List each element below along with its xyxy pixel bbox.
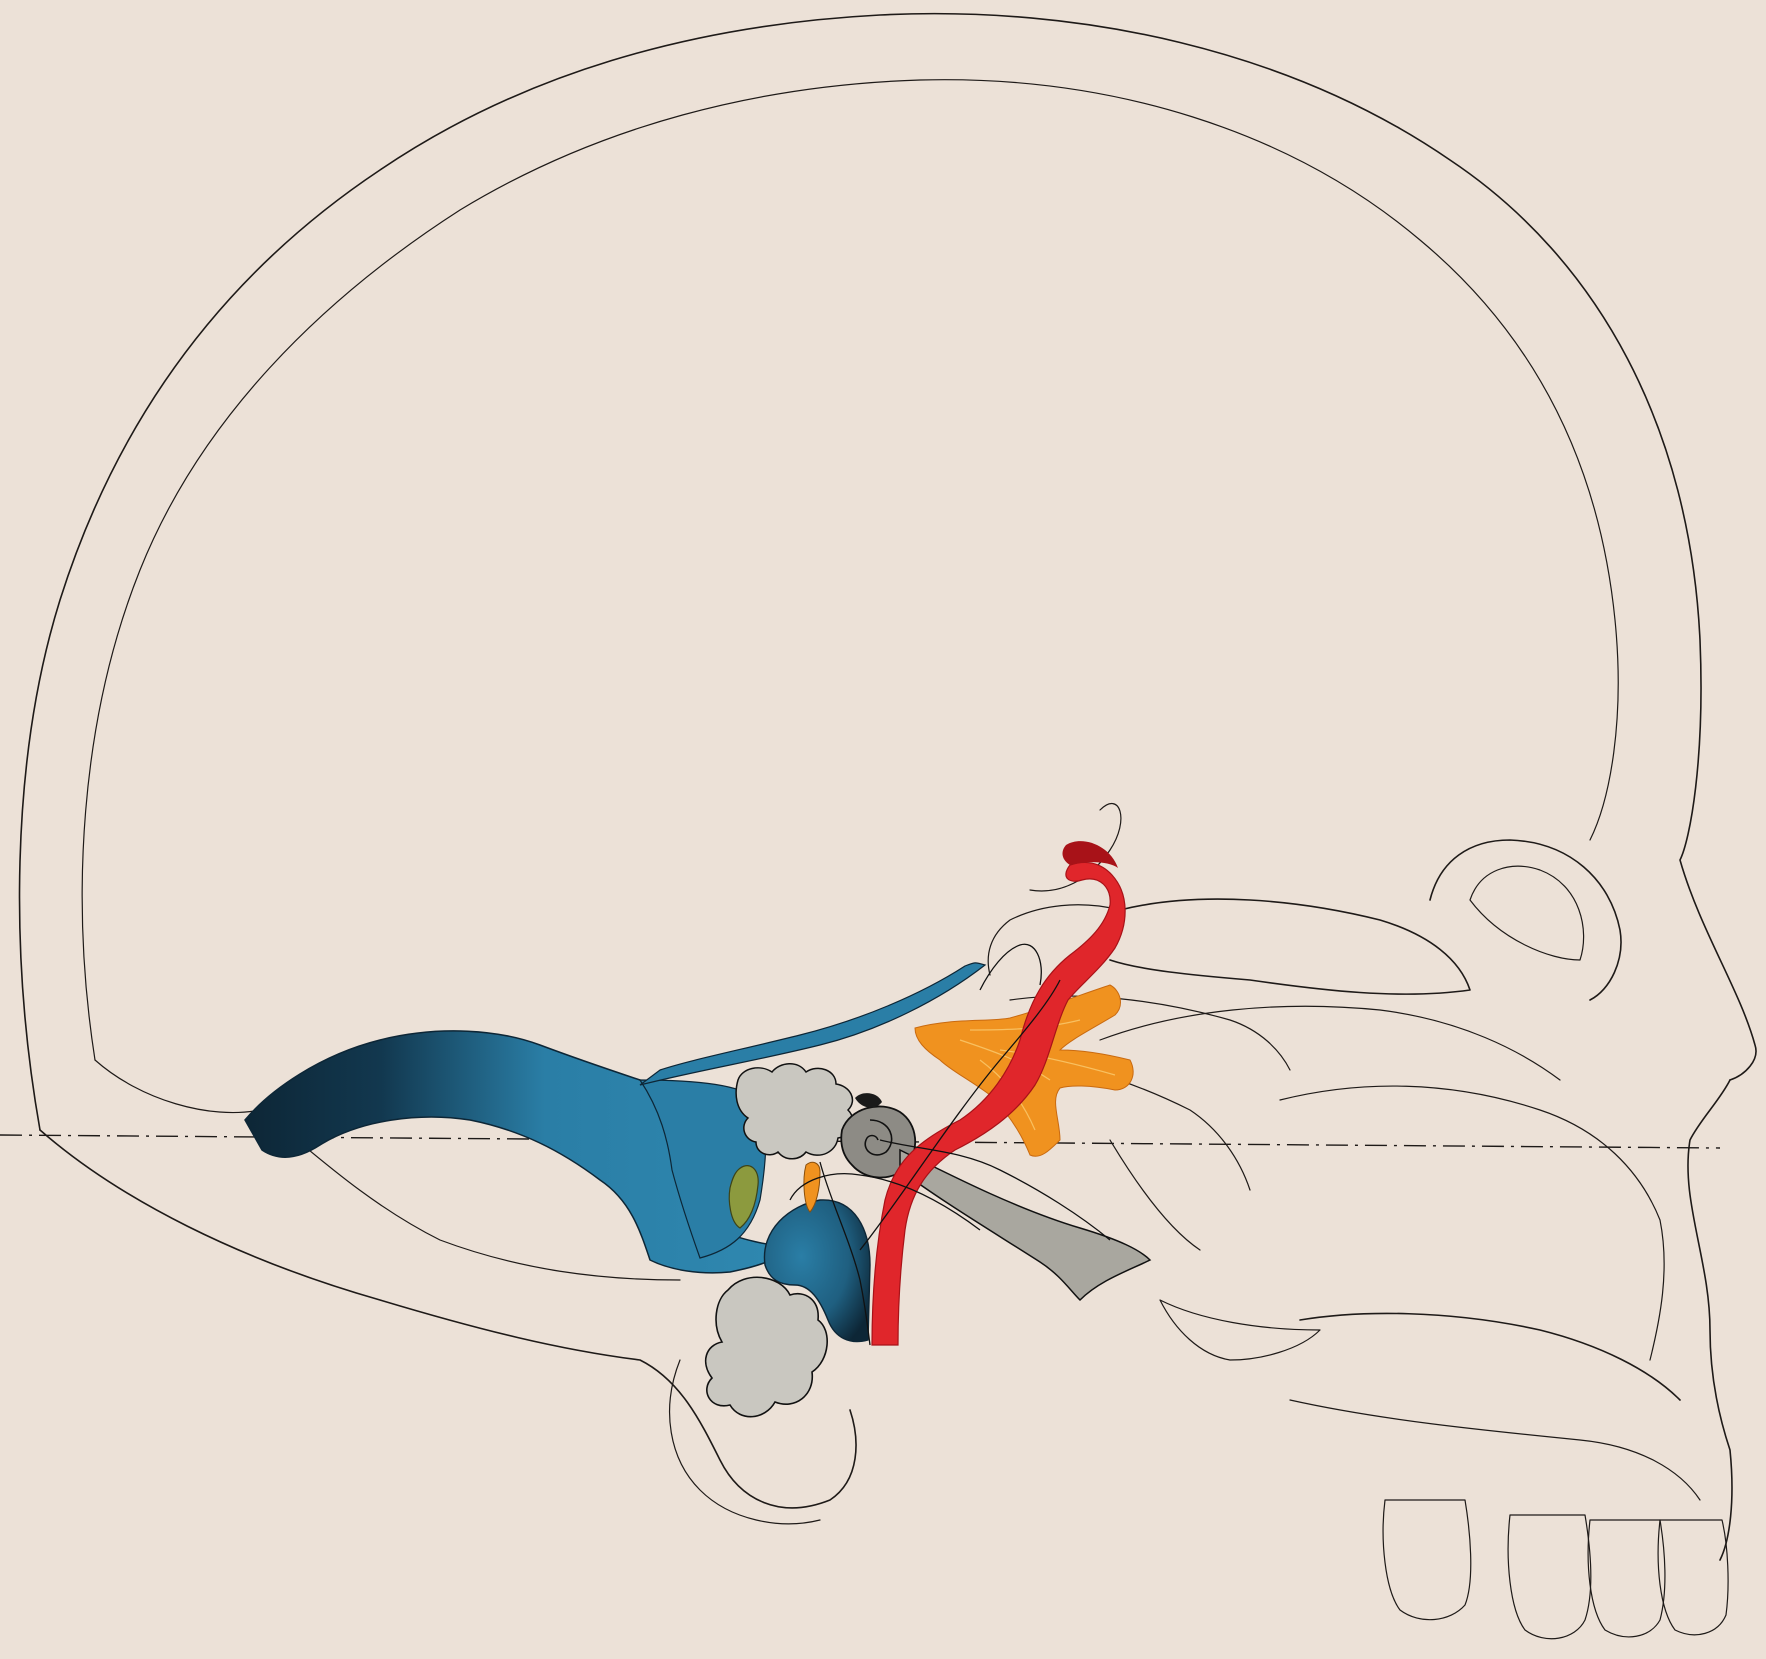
maxilla-lower [1290, 1400, 1700, 1500]
zygomatic-lower [1100, 1006, 1560, 1080]
tooth-premolar-1 [1588, 1520, 1665, 1637]
orbit-outline [1470, 866, 1584, 960]
skull-outline [20, 14, 1756, 1639]
teeth [1383, 1500, 1728, 1639]
mastoid-cells-lower [706, 1277, 828, 1416]
orbit-rim [1430, 840, 1621, 1000]
pterygoid-plate [1160, 1300, 1320, 1360]
eustachian-tube [900, 1150, 1150, 1300]
tooth-molar-2 [1508, 1515, 1591, 1639]
skull-inner-contour [82, 80, 1618, 1060]
palate-line [1300, 1313, 1680, 1400]
skull-outer-contour [20, 14, 1756, 1130]
tooth-molar-1 [1383, 1500, 1471, 1620]
styloid-line [1110, 1140, 1200, 1250]
ossicle-dark [855, 1093, 882, 1108]
zygomatic-arch [1110, 899, 1470, 994]
tooth-premolar-2 [1658, 1520, 1728, 1635]
face-contour [1688, 1080, 1732, 1560]
